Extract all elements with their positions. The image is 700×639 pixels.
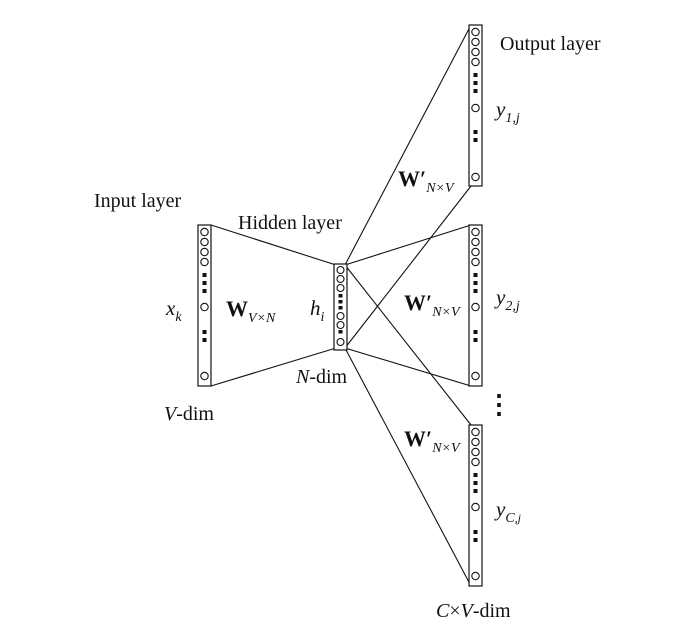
output-1-node (471, 47, 480, 57)
input-node (200, 237, 209, 247)
output-2-node (471, 371, 480, 381)
output-1-variable-label: y1,j (494, 97, 520, 126)
hidden-node (336, 274, 345, 284)
input-ellipsis-dot (202, 338, 207, 342)
output-2-variable-label: y2,j (494, 285, 520, 314)
input-node (200, 227, 209, 237)
hidden-dimension-label: N-dim (295, 366, 348, 388)
output-c-ellipsis-dot (473, 489, 478, 493)
output-c-ellipsis-dot (473, 481, 478, 485)
edge-hidden-out1-bottom (344, 185, 472, 349)
output-2-node (471, 302, 480, 312)
output-2-node (471, 247, 480, 257)
output-1-node (471, 27, 480, 37)
output-2-ellipsis-dot (473, 338, 478, 342)
hidden-layer-label: Hidden layer (238, 212, 342, 234)
edge-input-top-hidden-top (210, 224, 337, 266)
input-ellipsis-dot (202, 281, 207, 285)
connections (210, 24, 472, 587)
input-layer-column (197, 224, 212, 387)
input-variable-label: xk (165, 296, 182, 325)
output-1-ellipsis-dot (473, 130, 478, 134)
output-c-ellipsis-dot (473, 538, 478, 542)
input-layer-label: Input layer (94, 190, 182, 212)
output-c-node (471, 571, 480, 581)
hidden-node (336, 320, 345, 330)
output-2-ellipsis-dot (473, 281, 478, 285)
output-c-variable-label: yC,j (494, 497, 522, 526)
edge-input-bottom-hidden-bottom (210, 347, 337, 387)
output-2-node (471, 227, 480, 237)
edge-hidden-outc-top (344, 264, 472, 426)
input-ellipsis-dot (202, 289, 207, 293)
output-2-node (471, 257, 480, 267)
output-weight-matrix-2-label: W′N×V (404, 290, 461, 320)
output-layer-label: Output layer (500, 33, 601, 55)
hidden-ellipsis-dot (338, 300, 343, 304)
output-layer-1-column (468, 24, 483, 187)
output-2-node (471, 237, 480, 247)
output-1-node (471, 103, 480, 113)
input-weight-matrix-label: WV×N (226, 296, 276, 326)
output-1-ellipsis-dot (473, 81, 478, 85)
hidden-variable-label: hi (310, 296, 325, 325)
output-c-ellipsis-dot (473, 473, 478, 477)
output-2-ellipsis-dot (473, 289, 478, 293)
output-2-ellipsis-dot (473, 330, 478, 334)
input-node (200, 257, 209, 267)
edge-hidden-out2-top (344, 224, 472, 266)
input-node (200, 371, 209, 381)
input-dimension-label: V-dim (164, 403, 214, 425)
output-c-node (471, 427, 480, 437)
output-1-ellipsis-dot (473, 89, 478, 93)
output-2-ellipsis-dot (473, 273, 478, 277)
hidden-node (336, 311, 345, 321)
hidden-ellipsis-dot (338, 294, 343, 298)
output-columns-ellipsis: ⋮ (486, 390, 512, 419)
edge-hidden-out2-bottom (344, 347, 472, 387)
output-1-ellipsis-dot (473, 138, 478, 142)
edge-hidden-outc-bottom (344, 347, 472, 587)
output-dimension-label: C×V-dim (436, 600, 511, 622)
output-1-node (471, 57, 480, 67)
hidden-node (336, 283, 345, 293)
output-c-node (471, 502, 480, 512)
edge-hidden-out1-top (344, 24, 472, 266)
output-weight-matrix-c-label: W′N×V (404, 426, 461, 456)
output-1-ellipsis-dot (473, 73, 478, 77)
input-node (200, 247, 209, 257)
hidden-layer-column (333, 263, 348, 351)
input-ellipsis-dot (202, 273, 207, 277)
hidden-node (336, 337, 345, 347)
output-layer-2-column (468, 224, 483, 387)
output-c-node (471, 457, 480, 467)
output-weight-matrix-1-label: W′N×V (398, 166, 455, 196)
output-layer-c-column (468, 424, 483, 587)
output-1-node (471, 172, 480, 182)
output-c-ellipsis-dot (473, 530, 478, 534)
output-c-node (471, 447, 480, 457)
input-ellipsis-dot (202, 330, 207, 334)
output-1-node (471, 37, 480, 47)
input-node (200, 302, 209, 312)
output-c-node (471, 437, 480, 447)
hidden-node (336, 265, 345, 275)
hidden-ellipsis-dot (338, 306, 343, 310)
hidden-ellipsis-dot (338, 330, 343, 334)
